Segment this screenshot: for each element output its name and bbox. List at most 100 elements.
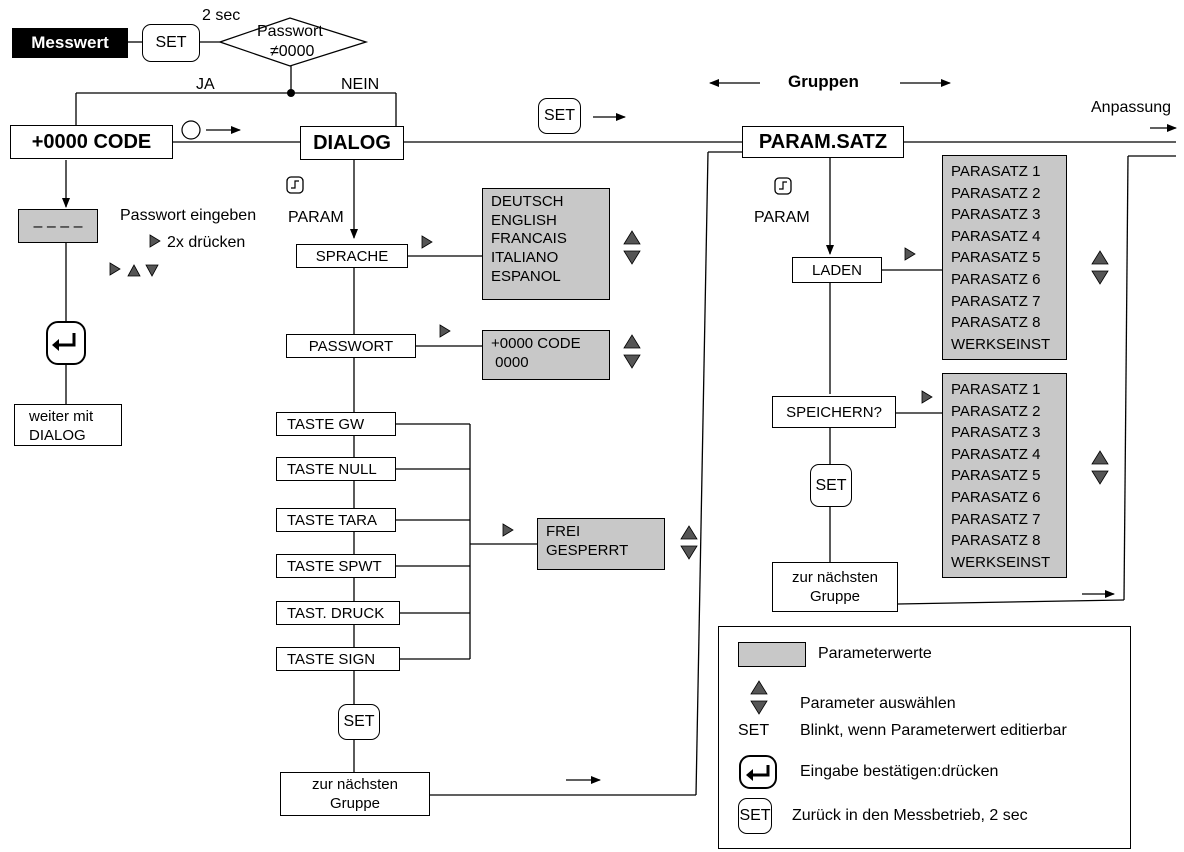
- right-triangle-icon: [904, 247, 916, 261]
- value-item: PARASATZ 6: [951, 488, 1041, 506]
- set-button[interactable]: SET: [810, 464, 852, 507]
- up-triangle-icon: [127, 264, 141, 277]
- anpassung-label: Anpassung: [1091, 99, 1172, 116]
- set-button[interactable]: SET: [338, 704, 380, 740]
- value-item: PARASATZ 4: [951, 445, 1041, 463]
- value-item: ENGLISH: [491, 211, 557, 229]
- value-item: ESPANOL: [491, 267, 561, 285]
- next-line2: Gruppe: [329, 795, 381, 812]
- up-down-arrows-icon: [623, 230, 641, 265]
- two-sec-label: 2 sec: [202, 7, 241, 24]
- gruppen-label: Gruppen: [788, 72, 859, 91]
- two-x-druecken-label: 2x drücken: [167, 234, 246, 251]
- weiter-line1: weiter mit: [29, 408, 94, 425]
- right-triangle-icon: [921, 390, 933, 404]
- taste-null-item[interactable]: TASTE NULL: [276, 457, 396, 481]
- value-item: PARASATZ 3: [951, 206, 1041, 224]
- param-label: PARAM: [754, 209, 810, 226]
- dialog-next-group-box: zur nächsten Gruppe: [280, 772, 430, 816]
- weiter-line2: DIALOG: [29, 427, 86, 444]
- dialog-title: DIALOG: [300, 126, 404, 160]
- next-line1: zur nächsten: [792, 569, 878, 586]
- value-item: ITALIANO: [491, 249, 559, 267]
- param-label: PARAM: [288, 209, 344, 226]
- value-item: PARASATZ 8: [951, 532, 1041, 550]
- speichern-values: PARASATZ 1 PARASATZ 2 PARASATZ 3 PARASAT…: [942, 373, 1067, 578]
- next-line2: Gruppe: [809, 588, 861, 605]
- passwort-values: +0000 CODE 0000: [482, 330, 610, 380]
- passwort-eingeben-label: Passwort eingeben: [120, 207, 257, 224]
- up-down-arrows-icon: [750, 680, 768, 715]
- value-item: FREI: [546, 523, 581, 540]
- value-item: PARASATZ 8: [951, 314, 1041, 332]
- tast-druck-item[interactable]: TAST. DRUCK: [276, 601, 400, 625]
- value-item: +0000 CODE: [491, 335, 581, 352]
- laden-item[interactable]: LADEN: [792, 257, 882, 283]
- right-triangle-icon: [421, 235, 433, 249]
- legend-parameter-auswaehlen: Parameter auswählen: [800, 695, 956, 712]
- taste-sign-item[interactable]: TASTE SIGN: [276, 647, 400, 671]
- value-item: PARASATZ 1: [951, 163, 1041, 180]
- param-key-icon: [286, 176, 304, 194]
- passwort-item[interactable]: PASSWORT: [286, 334, 416, 358]
- taste-tara-item[interactable]: TASTE TARA: [276, 508, 396, 532]
- right-triangle-icon: [109, 262, 121, 276]
- right-triangle-icon: [502, 523, 514, 537]
- legend-eingabe: Eingabe bestätigen:drücken: [800, 763, 999, 780]
- value-item: DEUTSCH: [491, 193, 564, 210]
- value-item: PARASATZ 4: [951, 227, 1041, 245]
- value-item: WERKSEINST: [951, 553, 1051, 571]
- ja-label: JA: [196, 76, 215, 93]
- legend-blinkt: Blinkt, wenn Parameterwert editierbar: [800, 722, 1067, 739]
- right-triangle-icon: [439, 324, 451, 338]
- taste-spwt-item[interactable]: TASTE SPWT: [276, 554, 396, 578]
- legend-zurueck: Zurück in den Messbetrieb, 2 sec: [792, 807, 1028, 824]
- value-item: PARASATZ 1: [951, 381, 1041, 398]
- tasten-values: FREI GESPERRT: [537, 518, 665, 570]
- up-down-arrows-icon: [680, 525, 698, 560]
- value-item: PARASATZ 5: [951, 467, 1041, 485]
- value-item: 0000: [491, 353, 529, 371]
- blank-circle-icon: [181, 120, 201, 140]
- value-item: WERKSEINST: [951, 335, 1051, 353]
- passwort-condition: Passwort: [257, 23, 323, 40]
- value-item: FRANCAIS: [491, 230, 567, 248]
- value-item: PARASATZ 7: [951, 510, 1041, 528]
- taste-gw-item[interactable]: TASTE GW: [276, 412, 396, 436]
- right-triangle-icon: [149, 234, 161, 248]
- up-down-arrows-icon: [1091, 250, 1109, 285]
- enter-button-icon: [739, 755, 777, 789]
- messwert-label: Messwert: [12, 28, 128, 58]
- paramsatz-title: PARAM.SATZ: [742, 126, 904, 158]
- legend-box: [718, 626, 1131, 849]
- paramsatz-next-group-box: zur nächsten Gruppe: [772, 562, 898, 612]
- value-item: PARASATZ 3: [951, 424, 1041, 442]
- param-key-icon: [774, 177, 792, 195]
- passwort-condition-value: ≠0000: [270, 43, 315, 60]
- code-title: +0000 CODE: [10, 125, 173, 159]
- nein-label: NEIN: [341, 76, 380, 93]
- sprache-values: DEUTSCH ENGLISH FRANCAIS ITALIANO ESPANO…: [482, 188, 610, 300]
- down-triangle-icon: [145, 264, 159, 277]
- up-down-arrows-icon: [1091, 450, 1109, 485]
- value-item: GESPERRT: [546, 541, 629, 559]
- laden-values: PARASATZ 1 PARASATZ 2 PARASATZ 3 PARASAT…: [942, 155, 1067, 360]
- set-button[interactable]: SET: [142, 24, 200, 62]
- sprache-item[interactable]: SPRACHE: [296, 244, 408, 268]
- speichern-item[interactable]: SPEICHERN?: [772, 396, 896, 428]
- next-line1: zur nächsten: [312, 776, 398, 793]
- value-item: PARASATZ 2: [951, 402, 1041, 420]
- value-item: PARASATZ 2: [951, 184, 1041, 202]
- value-item: PARASATZ 5: [951, 249, 1041, 267]
- legend-parameterwerte: Parameterwerte: [818, 645, 932, 662]
- up-down-arrows-icon: [623, 334, 641, 369]
- enter-button-icon: [46, 321, 86, 365]
- set-button[interactable]: SET: [538, 98, 581, 134]
- password-entry-field[interactable]: – – – –: [18, 209, 98, 243]
- legend-set-label: SET: [738, 722, 770, 739]
- legend-set-button: SET: [738, 798, 772, 834]
- legend-value-swatch: [738, 642, 806, 667]
- weiter-mit-dialog-box: weiter mit DIALOG: [14, 404, 122, 446]
